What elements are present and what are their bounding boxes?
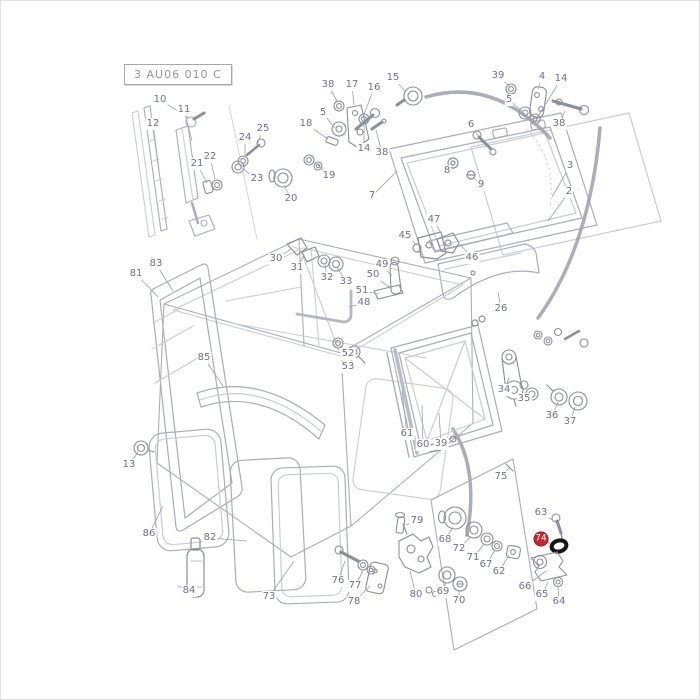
part-label-10[interactable]: 10 xyxy=(152,94,168,106)
part-label-73[interactable]: 73 xyxy=(261,591,277,603)
part-label-77[interactable]: 77 xyxy=(347,580,363,592)
part-label-38[interactable]: 38 xyxy=(374,147,390,159)
part-label-79[interactable]: 79 xyxy=(409,515,425,527)
part-label-33[interactable]: 33 xyxy=(338,276,354,288)
part-label-2[interactable]: 2 xyxy=(564,186,574,198)
part-label-18[interactable]: 18 xyxy=(298,118,314,130)
part-label-71[interactable]: 71 xyxy=(465,552,481,564)
part-label-35[interactable]: 35 xyxy=(516,393,532,405)
page-code: 3 AU06 010 C xyxy=(134,68,222,81)
fasteners-top-left xyxy=(202,100,347,240)
part-label-22[interactable]: 22 xyxy=(202,151,218,163)
part-label-53[interactable]: 53 xyxy=(340,361,356,373)
part-label-32[interactable]: 32 xyxy=(319,272,335,284)
part-label-39[interactable]: 39 xyxy=(490,70,506,82)
part-label-4[interactable]: 4 xyxy=(537,71,547,83)
latch-parts-top-middle xyxy=(346,86,423,148)
part-label-80[interactable]: 80 xyxy=(408,589,424,601)
rail-and-strut xyxy=(131,105,216,238)
bottom-right-hinge-parts xyxy=(530,513,569,588)
part-label-85[interactable]: 85 xyxy=(196,352,212,364)
part-label-64[interactable]: 64 xyxy=(551,596,567,608)
part-label-16[interactable]: 16 xyxy=(366,82,382,94)
part-label-72[interactable]: 72 xyxy=(451,543,467,555)
part-label-34[interactable]: 34 xyxy=(496,384,512,396)
part-label-8[interactable]: 8 xyxy=(442,165,452,177)
part-label-45[interactable]: 45 xyxy=(397,230,413,242)
bottom-fastener-cluster xyxy=(334,506,522,598)
part-label-83[interactable]: 83 xyxy=(148,258,164,270)
part-label-61[interactable]: 61 xyxy=(399,428,415,440)
part-label-60[interactable]: 60 xyxy=(415,439,431,451)
part-label-14[interactable]: 14 xyxy=(356,143,372,155)
part-label-70[interactable]: 70 xyxy=(451,595,467,607)
windscreen xyxy=(149,263,243,532)
leader-line-14 xyxy=(538,78,562,116)
part-label-12[interactable]: 12 xyxy=(145,118,161,130)
part-label-9[interactable]: 9 xyxy=(476,179,486,191)
part-label-38[interactable]: 38 xyxy=(551,118,567,130)
part-label-25[interactable]: 25 xyxy=(255,123,271,135)
part-label-7[interactable]: 7 xyxy=(367,190,377,202)
part-label-5[interactable]: 5 xyxy=(318,107,328,119)
part-label-11[interactable]: 11 xyxy=(176,104,192,116)
part-label-52[interactable]: 52 xyxy=(340,348,356,360)
part-label-82[interactable]: 82 xyxy=(202,532,218,544)
part-label-19[interactable]: 19 xyxy=(321,170,337,182)
door-frames xyxy=(148,428,350,605)
part-label-63[interactable]: 63 xyxy=(533,507,549,519)
part-label-51[interactable]: 51 xyxy=(354,285,370,297)
part-label-46[interactable]: 46 xyxy=(464,252,480,264)
part-label-74[interactable]: 74 xyxy=(533,531,549,547)
part-label-5[interactable]: 5 xyxy=(504,94,514,106)
part-label-17[interactable]: 17 xyxy=(344,79,360,91)
part-label-24[interactable]: 24 xyxy=(237,132,253,144)
part-label-62[interactable]: 62 xyxy=(491,566,507,578)
part-label-78[interactable]: 78 xyxy=(346,596,362,608)
part-label-84[interactable]: 84 xyxy=(181,585,197,597)
page-code-box: 3 AU06 010 C xyxy=(124,64,232,85)
roof-hinge-parts xyxy=(286,237,404,300)
part-label-20[interactable]: 20 xyxy=(283,193,299,205)
part-label-49[interactable]: 49 xyxy=(374,259,390,271)
deflector-panels xyxy=(428,222,540,300)
part-label-67[interactable]: 67 xyxy=(478,559,494,571)
window-stay-parts xyxy=(501,327,589,411)
part-label-47[interactable]: 47 xyxy=(426,214,442,226)
part-label-36[interactable]: 36 xyxy=(544,410,560,422)
part-label-76[interactable]: 76 xyxy=(330,575,346,587)
part-label-48[interactable]: 48 xyxy=(356,297,372,309)
part-label-37[interactable]: 37 xyxy=(562,416,578,428)
leader-line-60 xyxy=(421,404,424,446)
part-label-31[interactable]: 31 xyxy=(289,262,305,274)
part-label-23[interactable]: 23 xyxy=(249,173,265,185)
part-label-30[interactable]: 30 xyxy=(268,253,284,265)
part-label-50[interactable]: 50 xyxy=(365,269,381,281)
part-label-38[interactable]: 38 xyxy=(320,79,336,91)
part-label-21[interactable]: 21 xyxy=(189,158,205,170)
part-label-65[interactable]: 65 xyxy=(534,589,550,601)
part-label-69[interactable]: 69 xyxy=(435,586,451,598)
part-label-68[interactable]: 68 xyxy=(437,534,453,546)
part-label-14[interactable]: 14 xyxy=(553,73,569,85)
part-label-3[interactable]: 3 xyxy=(565,160,575,172)
part-label-75[interactable]: 75 xyxy=(493,471,509,483)
hinge-parts-top-right xyxy=(472,83,590,156)
air-deflector xyxy=(196,386,326,440)
part-label-15[interactable]: 15 xyxy=(385,72,401,84)
leader-line-61 xyxy=(401,390,408,435)
part-label-81[interactable]: 81 xyxy=(128,268,144,280)
leader-line-12 xyxy=(152,123,160,172)
part-label-26[interactable]: 26 xyxy=(493,303,509,315)
part-label-86[interactable]: 86 xyxy=(141,528,157,540)
part-label-39[interactable]: 39 xyxy=(433,438,449,450)
motion-arrows xyxy=(424,90,602,537)
left-knob xyxy=(133,440,155,456)
part-label-13[interactable]: 13 xyxy=(121,459,137,471)
part-label-6[interactable]: 6 xyxy=(466,119,476,131)
part-label-66[interactable]: 66 xyxy=(517,581,533,593)
